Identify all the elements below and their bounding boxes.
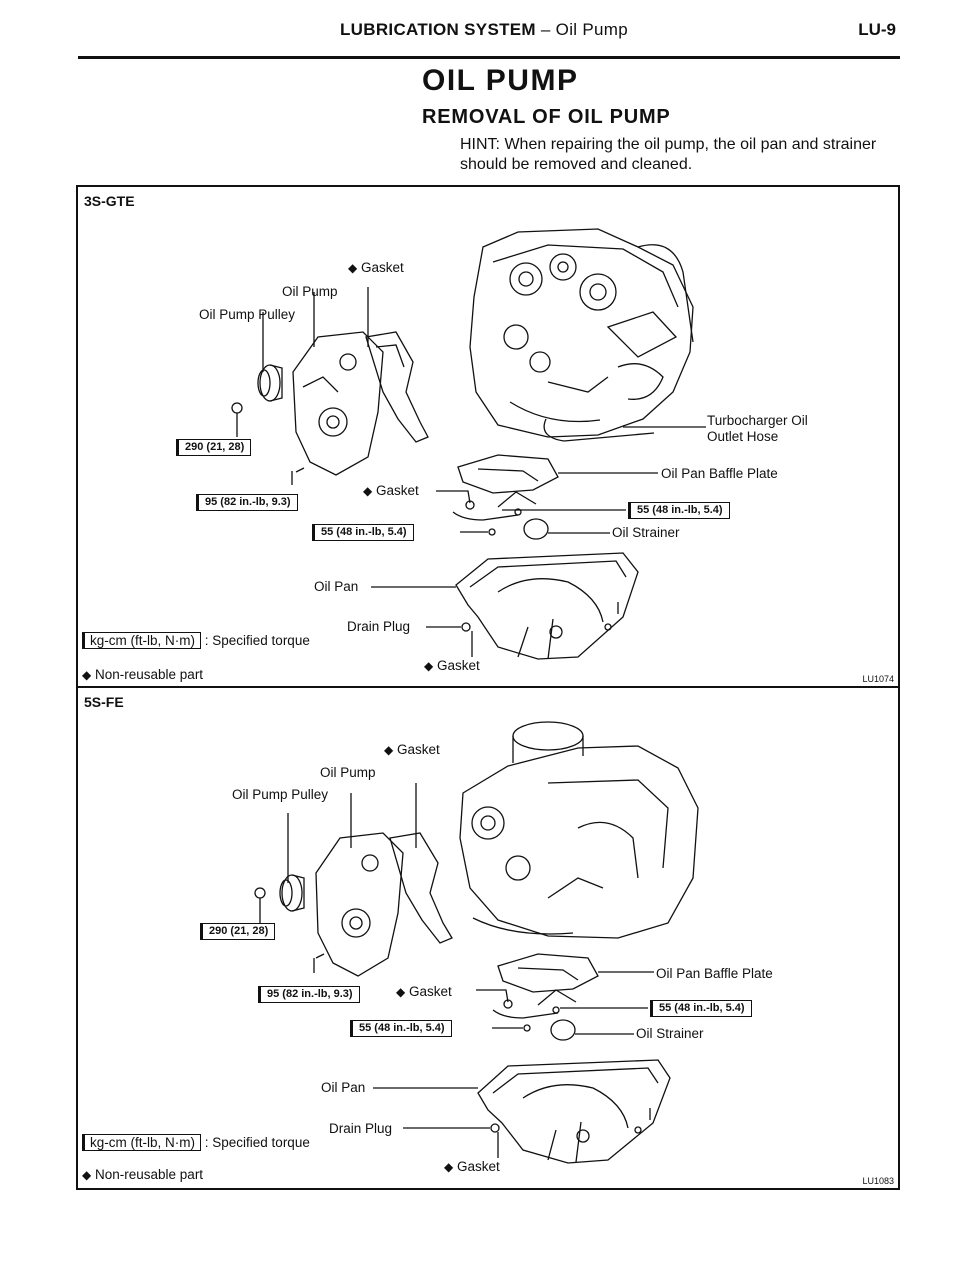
- page-title: OIL PUMP: [422, 64, 579, 97]
- label-oil-pump: Oil Pump: [320, 765, 376, 780]
- page-number: LU-9: [858, 20, 896, 39]
- label-drain-plug: Drain Plug: [347, 619, 411, 634]
- legend-torque-unit: kg-cm (ft-lb, N·m) : Specified torque: [82, 632, 310, 649]
- label-oil-pump: Oil Pump: [282, 284, 338, 299]
- page-subtitle: REMOVAL OF OIL PUMP: [422, 106, 671, 128]
- label-gasket-mid: ◆ Gasket: [396, 984, 452, 999]
- baffle-plate-illustration: [457, 454, 559, 494]
- exploded-diagram-3s-gte: [231, 228, 706, 660]
- engine-block-illustration: [469, 228, 694, 442]
- torque-pulley: 290 (21, 28): [200, 923, 276, 940]
- label-gasket-bottom: ◆ Gasket: [424, 658, 480, 673]
- section-name: LUBRICATION SYSTEM: [340, 20, 536, 39]
- oil-pump-illustration: [315, 832, 404, 977]
- hint-text: HINT: When repairing the oil pump, the o…: [460, 136, 877, 173]
- pump-gasket-illustration: [389, 832, 453, 944]
- non-reusable-mark: ◆: [82, 1168, 92, 1182]
- label-baffle-plate: Oil Pan Baffle Plate: [661, 466, 778, 481]
- legend-torque-unit: kg-cm (ft-lb, N·m) : Specified torque: [82, 1134, 310, 1151]
- torque-pump-bolt: 95 (82 in.-lb, 9.3): [258, 986, 360, 1003]
- engine-label: 3S-GTE: [84, 193, 135, 209]
- oil-pan-illustration: [455, 552, 639, 660]
- legend-unit-box: kg-cm (ft-lb, N·m): [82, 1134, 201, 1151]
- torque-strainer-left: 55 (48 in.-lb, 5.4): [350, 1020, 452, 1037]
- legend-non-reusable: ◆ Non-reusable part: [82, 667, 204, 682]
- label-gasket-top: ◆ Gasket: [384, 742, 440, 757]
- label-oil-strainer: Oil Strainer: [612, 525, 680, 540]
- section-title: LUBRICATION SYSTEM – Oil Pump: [340, 20, 628, 40]
- non-reusable-mark: ◆: [424, 659, 434, 673]
- label-gasket-top: ◆ Gasket: [348, 260, 404, 275]
- oil-strainer-illustration: [452, 491, 549, 540]
- torque-pulley: 290 (21, 28): [176, 439, 252, 456]
- figure-code: LU1083: [862, 1176, 894, 1186]
- page-header: LUBRICATION SYSTEM – Oil Pump LU-9: [78, 18, 900, 59]
- oil-strainer-illustration: [492, 989, 577, 1041]
- label-drain-plug: Drain Plug: [329, 1121, 393, 1136]
- torque-strainer-right: 55 (48 in.-lb, 5.4): [650, 1000, 752, 1017]
- label-oil-strainer: Oil Strainer: [636, 1026, 704, 1041]
- section-subname: – Oil Pump: [535, 20, 628, 39]
- oil-pump-pulley-illustration: [257, 364, 283, 402]
- engine-label: 5S-FE: [84, 694, 124, 710]
- oil-pan-illustration: [477, 1059, 671, 1164]
- legend-non-reusable: ◆ Non-reusable part: [82, 1167, 204, 1182]
- legend-unit-box: kg-cm (ft-lb, N·m): [82, 632, 201, 649]
- label-oil-pump-pulley: Oil Pump Pulley: [232, 787, 329, 802]
- label-gasket-bottom: ◆ Gasket: [444, 1159, 500, 1174]
- label-gasket-mid: ◆ Gasket: [363, 483, 419, 498]
- non-reusable-mark: ◆: [82, 668, 92, 682]
- non-reusable-mark: ◆: [396, 985, 406, 999]
- label-oil-pump-pulley: Oil Pump Pulley: [199, 307, 296, 322]
- exploded-diagram-5s-fe: [254, 721, 699, 1164]
- label-baffle-plate: Oil Pan Baffle Plate: [656, 966, 773, 981]
- non-reusable-mark: ◆: [444, 1160, 454, 1174]
- non-reusable-mark: ◆: [384, 743, 394, 757]
- baffle-plate-illustration: [497, 953, 599, 993]
- non-reusable-mark: ◆: [363, 484, 373, 498]
- pump-gasket-illustration: [365, 331, 429, 443]
- non-reusable-mark: ◆: [348, 261, 358, 275]
- torque-strainer-left: 55 (48 in.-lb, 5.4): [312, 524, 414, 541]
- figure-panel-3s-gte: 3S-GTE: [76, 185, 900, 688]
- oil-pump-illustration: [292, 331, 384, 476]
- torque-pump-bolt: 95 (82 in.-lb, 9.3): [196, 494, 298, 511]
- label-oil-pan: Oil Pan: [321, 1080, 366, 1095]
- torque-strainer-right: 55 (48 in.-lb, 5.4): [628, 502, 730, 519]
- label-oil-pan: Oil Pan: [314, 579, 359, 594]
- engine-block-illustration: [459, 721, 699, 939]
- header-rule: [78, 56, 900, 59]
- oil-pump-pulley-illustration: [279, 874, 305, 912]
- figure-panel-5s-fe: 5S-FE: [76, 688, 900, 1190]
- figure-code: LU1074: [862, 674, 894, 684]
